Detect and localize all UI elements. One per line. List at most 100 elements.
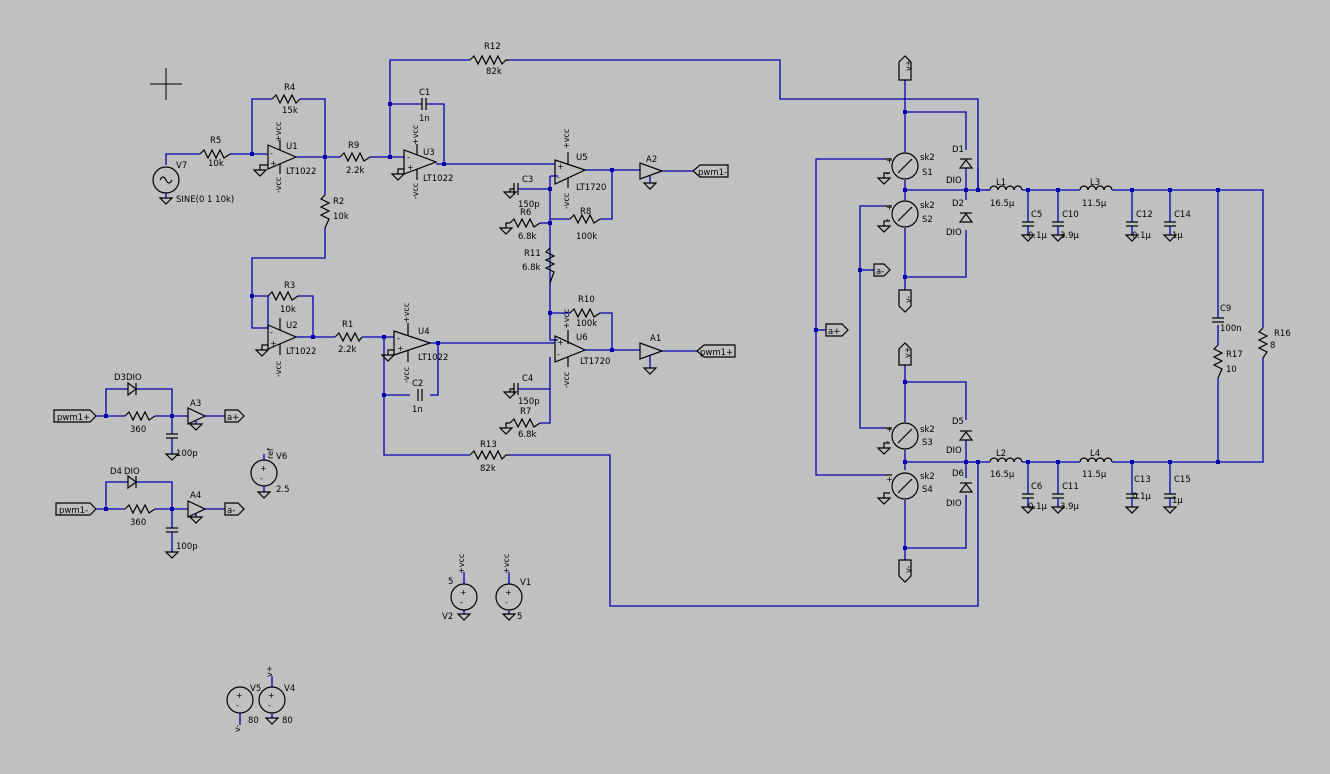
svg-text:SINE(0 1 10k): SINE(0 1 10k): [176, 195, 234, 205]
svg-text:-: -: [460, 598, 463, 607]
resistor-R1[interactable]: R12.2k: [334, 320, 363, 355]
svg-text:R4: R4: [284, 83, 295, 93]
buffer-A1[interactable]: A1: [639, 334, 664, 375]
svg-text:S2: S2: [922, 215, 933, 225]
voltage-source-V7[interactable]: V7 SINE(0 1 10k): [152, 161, 234, 205]
svg-text:C3: C3: [522, 175, 533, 185]
resistor-360-b[interactable]: 360: [124, 503, 156, 528]
svg-text:-: -: [270, 149, 273, 158]
svg-text:+: +: [886, 425, 893, 434]
net-label-pwm1-plus-in[interactable]: pwm1+: [53, 409, 97, 423]
svg-text:100p: 100p: [176, 449, 198, 459]
net-label-pwm1-plus-out[interactable]: pwm1+: [696, 344, 736, 358]
resistor-R7[interactable]: R76.8k: [509, 407, 541, 440]
voltage-source-V5[interactable]: + - v- V5 80: [226, 684, 261, 732]
svg-text:R9: R9: [348, 141, 359, 151]
svg-text:D5: D5: [952, 417, 964, 427]
buffer-A4[interactable]: A4: [187, 491, 207, 524]
svg-text:-: -: [397, 334, 400, 343]
supply-flag-vminus-1: v-: [898, 289, 913, 313]
resistor-R6[interactable]: R66.8k: [509, 208, 541, 242]
resistor-360-a[interactable]: 360: [124, 410, 156, 435]
svg-text:+: +: [505, 588, 512, 597]
svg-text:5: 5: [448, 577, 453, 587]
svg-text:10k: 10k: [208, 159, 224, 169]
net-label-pwm1-minus-in[interactable]: pwm1-: [55, 502, 97, 516]
capacitor-100p-a[interactable]: 100p: [165, 433, 198, 461]
voltage-source-V2[interactable]: + - +vcc 5 V2: [442, 554, 478, 622]
buffer-A2[interactable]: A2: [639, 155, 664, 190]
svg-text:R11: R11: [524, 249, 541, 259]
net-label-a-plus-out[interactable]: a+: [224, 409, 245, 423]
voltage-source-V4[interactable]: + - v+ V4 80: [258, 666, 295, 726]
svg-text:8: 8: [1270, 341, 1275, 351]
svg-text:LT1022: LT1022: [286, 347, 316, 357]
svg-text:LT1720: LT1720: [580, 357, 610, 367]
voltage-source-V6[interactable]: + - ref V6 2.5: [250, 448, 290, 499]
svg-text:1μ: 1μ: [1172, 496, 1183, 506]
voltage-source-V1[interactable]: + - +vcc V1 5: [495, 554, 531, 622]
net-label-a-minus-bridge[interactable]: a-: [873, 263, 891, 277]
svg-text:+: +: [886, 203, 893, 212]
svg-text:-: -: [886, 488, 889, 497]
net-label-a-minus-out[interactable]: a-: [224, 502, 245, 516]
svg-text:C11: C11: [1062, 482, 1079, 492]
svg-text:-: -: [270, 328, 273, 337]
capacitor-C6[interactable]: C60.1μ: [1021, 482, 1048, 514]
svg-text:C14: C14: [1174, 210, 1191, 220]
svg-text:11.5μ: 11.5μ: [1082, 470, 1107, 480]
net-label-pwm1-minus-out[interactable]: pwm1-: [692, 164, 729, 178]
net-label-a-plus-bridge[interactable]: a+: [825, 323, 849, 337]
capacitor-C5[interactable]: C50.1μ: [1021, 210, 1048, 242]
svg-text:pwm1+: pwm1+: [57, 413, 90, 423]
svg-text:1n: 1n: [412, 405, 423, 415]
resistor-R9[interactable]: R92.2k: [339, 141, 371, 176]
svg-text:1n: 1n: [419, 114, 430, 124]
capacitor-100p-b[interactable]: 100p: [165, 527, 198, 559]
buffer-A3[interactable]: A3: [187, 399, 207, 431]
